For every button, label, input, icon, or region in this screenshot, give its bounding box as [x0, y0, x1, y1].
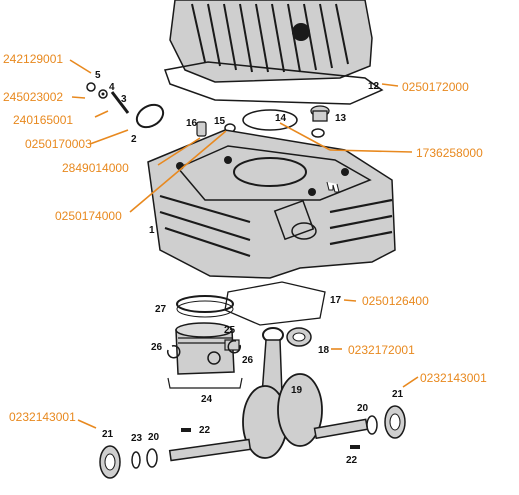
circlip-26-left — [167, 345, 181, 359]
pn-0250172000: 0250172000 — [402, 80, 469, 94]
callout-20-right: 20 — [357, 403, 369, 414]
pn-1736258000: 1736258000 — [416, 146, 483, 160]
callout-16: 16 — [186, 118, 198, 129]
callout-17: 17 — [330, 295, 342, 306]
callout-5: 5 — [95, 70, 101, 81]
callout-12: 12 — [368, 81, 380, 92]
plug-13 — [310, 105, 330, 138]
callout-25: 25 — [224, 325, 236, 336]
dowel-16 — [196, 121, 207, 137]
head-gasket — [163, 61, 384, 105]
hand-cursor-icon — [326, 181, 340, 193]
pn-0250170003: 0250170003 — [25, 137, 92, 151]
nut-5 — [86, 82, 96, 92]
callout-22-right: 22 — [346, 455, 358, 466]
crankshaft — [168, 373, 369, 462]
callout-24: 24 — [201, 394, 213, 405]
shim-23 — [131, 451, 141, 469]
callout-numbers: 5 4 3 2 16 15 14 13 12 1 17 27 25 26 26 … — [95, 70, 404, 466]
base-gasket — [224, 281, 326, 326]
needle-bearing — [286, 327, 312, 347]
callout-26-left: 26 — [151, 342, 163, 353]
callout-27: 27 — [155, 304, 167, 315]
callout-15: 15 — [214, 116, 226, 127]
callout-3: 3 — [121, 94, 127, 105]
o-ring-2 — [135, 103, 165, 129]
callout-4: 4 — [109, 82, 115, 93]
leader-lines — [69, 59, 419, 429]
piston-pin-25 — [224, 339, 240, 351]
callout-1: 1 — [149, 225, 155, 236]
callout-13: 13 — [335, 113, 347, 124]
piston — [175, 322, 235, 375]
callout-21-left: 21 — [102, 429, 114, 440]
ball-bearing-left — [99, 445, 121, 479]
seal-20-right — [366, 415, 378, 435]
cylinder-head — [169, 0, 373, 83]
ring-gasket-14 — [242, 109, 298, 131]
callout-19: 19 — [291, 385, 303, 396]
pn-0232143001-right: 0232143001 — [420, 371, 487, 385]
callout-20-left: 20 — [148, 432, 160, 443]
callout-21-right: 21 — [392, 389, 404, 400]
stud-3 — [110, 91, 130, 114]
callout-2: 2 — [131, 134, 137, 145]
key-22-left — [181, 428, 191, 432]
callout-23: 23 — [131, 433, 143, 444]
pn-0250174000: 0250174000 — [55, 209, 122, 223]
callout-14: 14 — [275, 113, 287, 124]
callout-26-right: 26 — [242, 355, 254, 366]
piston-rings-27 — [176, 295, 234, 318]
seal-20-left — [146, 448, 158, 468]
bracket-24 — [167, 377, 243, 389]
cylinder — [147, 129, 396, 279]
callout-22-left: 22 — [199, 425, 211, 436]
key-22-right — [350, 445, 360, 449]
callout-18: 18 — [318, 345, 330, 356]
pn-0232143001-left: 0232143001 — [9, 410, 76, 424]
pn-2849014000: 2849014000 — [62, 161, 129, 175]
circlip-26-right — [227, 340, 241, 354]
washer-4 — [98, 89, 108, 99]
pn-242129001: 242129001 — [3, 52, 63, 66]
connecting-rod — [261, 327, 284, 396]
pn-0250126400: 0250126400 — [362, 294, 429, 308]
pn-0232172001: 0232172001 — [348, 343, 415, 357]
pn-245023002: 245023002 — [3, 90, 63, 104]
part-number-labels: 242129001 245023002 240165001 0250170003… — [3, 52, 487, 424]
ball-bearing-right — [384, 405, 406, 439]
pn-240165001: 240165001 — [13, 113, 73, 127]
